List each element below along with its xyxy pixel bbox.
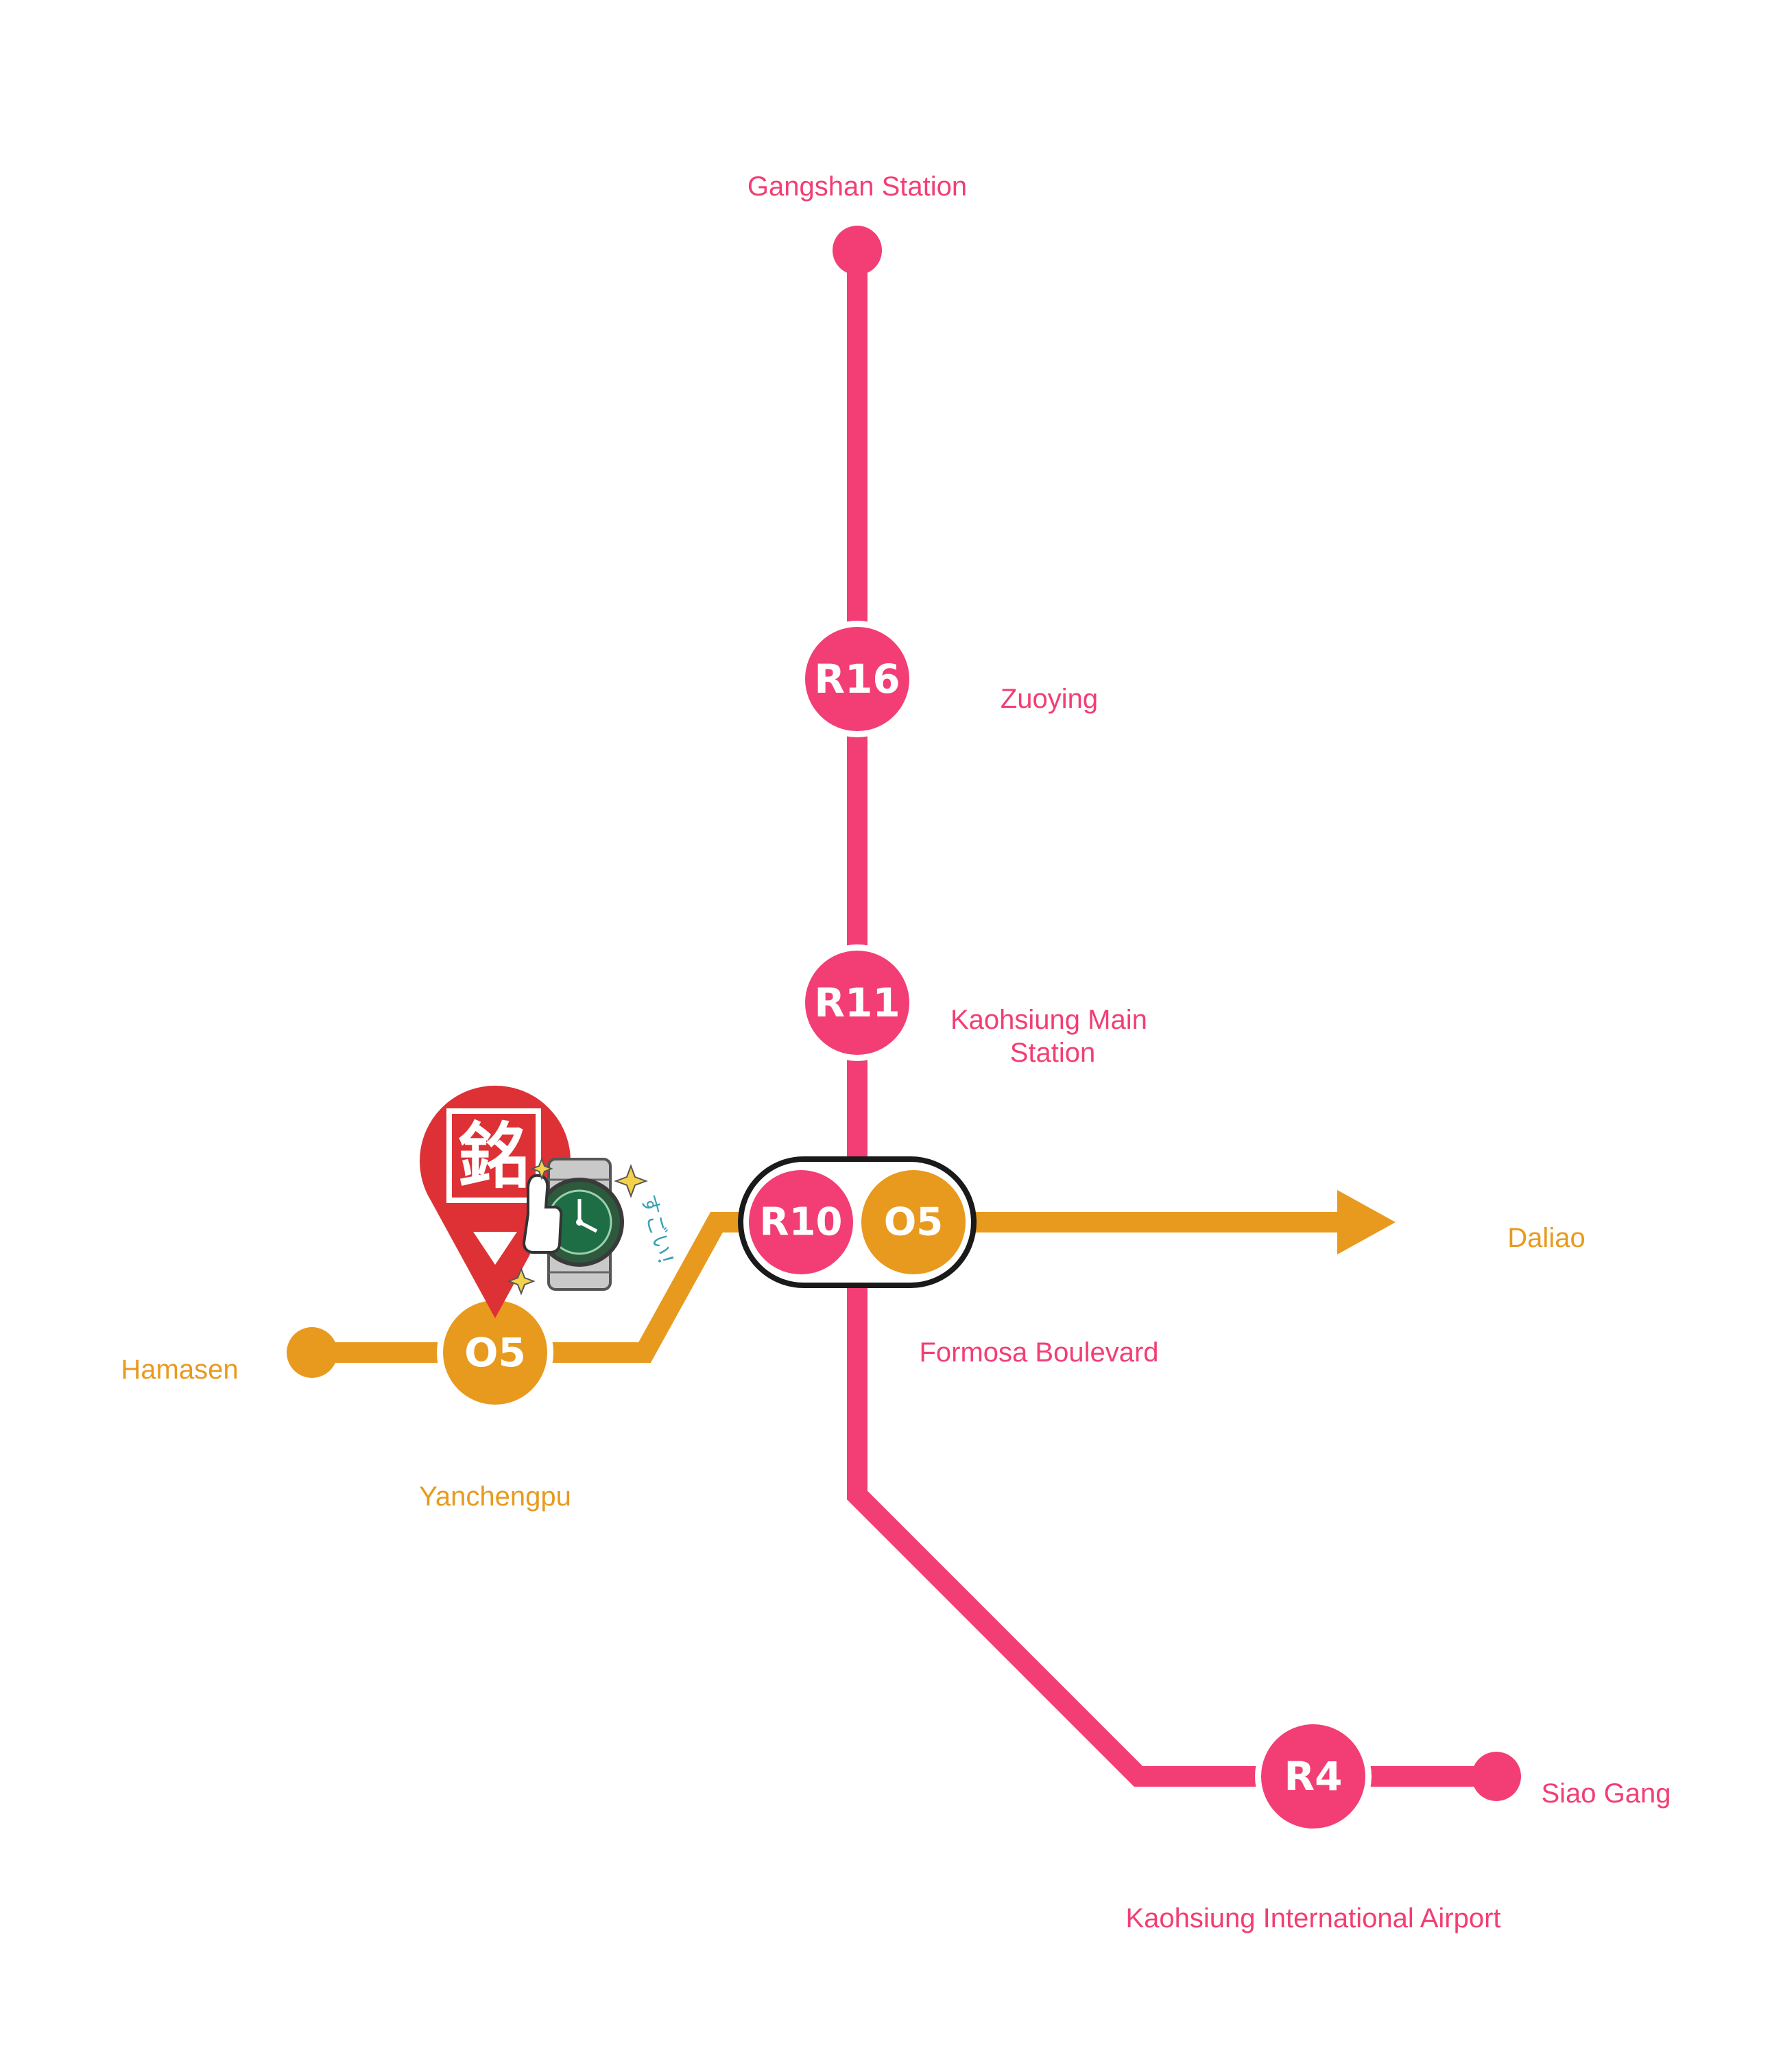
label-siao-gang: Siao Gang [1541,1778,1671,1809]
label-gangshan-station: Gangshan Station [747,171,967,202]
interchange-code-r10: R10 [759,1200,842,1245]
terminus-gangshan-dot[interactable] [833,226,882,275]
map-pin-icon[interactable]: 銘 [420,1085,571,1318]
thumbs-up-watch-icon: すごい！ [507,1157,680,1296]
station-code-o5: O5 [464,1329,526,1376]
label-daliao: Daliao [1507,1223,1585,1253]
label-zuoying: Zuoying [1001,684,1098,714]
arrow-right-icon [1337,1190,1396,1254]
station-r16[interactable]: R16 [799,621,916,737]
station-o5-yanchengpu[interactable]: O5 [437,1294,553,1411]
station-code-r11: R11 [814,979,900,1026]
label-kaohsiung-main-station-line1: Kaohsiung Main [950,1005,1147,1035]
label-hamasen: Hamasen [121,1355,238,1385]
station-r4[interactable]: R4 [1255,1718,1372,1835]
terminus-siao-gang-dot[interactable] [1472,1752,1521,1801]
station-code-r4: R4 [1284,1753,1342,1800]
label-kaohsiung-main-station: Kaohsiung Main Station [950,1005,1155,1068]
label-kaohsiung-international-airport: Kaohsiung International Airport [1125,1903,1500,1933]
pin-character: 銘 [458,1115,529,1198]
interchange-code-o5: O5 [884,1200,944,1245]
label-kaohsiung-main-station-line2: Station [1010,1038,1096,1068]
station-r11[interactable]: R11 [799,944,916,1061]
interchange-formosa-boulevard[interactable]: R10 O5 [738,1156,977,1288]
label-formosa-boulevard: Formosa Boulevard [919,1337,1158,1368]
station-code-r16: R16 [814,656,900,702]
terminus-hamasen-dot[interactable] [287,1327,337,1378]
label-yanchengpu: Yanchengpu [419,1481,571,1512]
pin-triangle [473,1232,517,1265]
mascot-caption: すごい！ [636,1192,680,1278]
